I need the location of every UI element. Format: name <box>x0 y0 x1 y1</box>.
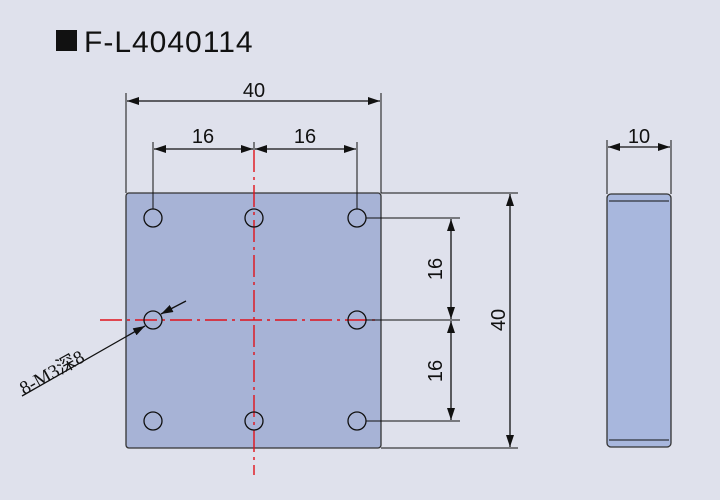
hole-bottom-center <box>244 411 264 431</box>
plate-side-view <box>606 193 672 448</box>
dimension-thickness-label: 10 <box>628 126 650 148</box>
dimension-thickness: 10 <box>606 126 672 194</box>
dimension-hole-spacing-x2-label: 16 <box>294 126 316 148</box>
hole-bottom-left <box>143 411 163 431</box>
hole-top-center <box>244 208 264 228</box>
dimension-hole-spacing-y: 16 16 <box>366 217 460 422</box>
dimension-top-width: 40 <box>125 80 382 193</box>
dimension-right-height-label: 40 <box>488 309 510 331</box>
title-square-icon <box>56 30 77 51</box>
hole-middle-left <box>143 310 163 330</box>
dimension-hole-spacing-y2-label: 16 <box>425 360 447 382</box>
part-number-title: F-L4040114 <box>84 26 254 59</box>
dimension-hole-spacing-x1-label: 16 <box>192 126 214 148</box>
dimension-right-height: 40 <box>381 192 518 449</box>
hole-callout-label: 8-M3深8 <box>16 346 89 400</box>
dimension-hole-spacing-y1-label: 16 <box>425 258 447 280</box>
dimension-hole-spacing-x: 16 16 <box>152 126 358 209</box>
dimension-top-width-label: 40 <box>243 80 265 102</box>
